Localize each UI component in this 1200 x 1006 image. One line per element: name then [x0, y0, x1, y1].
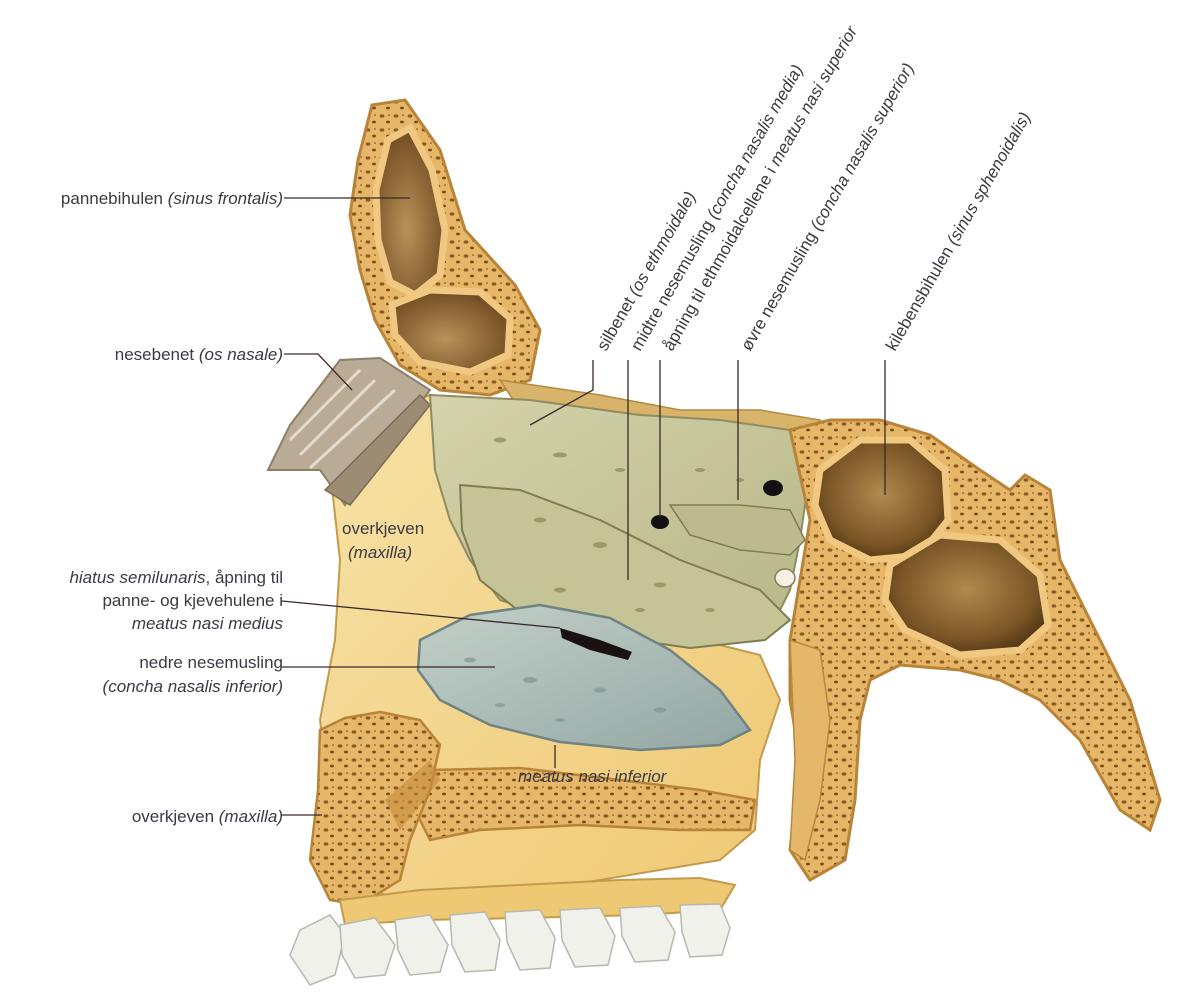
label-os-nasale: nesebenet (os nasale): [115, 345, 283, 364]
hiatus-semilunaris-slit: [560, 628, 632, 660]
label-meatus-inferior: meatus nasi inferior: [518, 767, 668, 786]
leader-lines: [281, 197, 886, 816]
label-concha-media: midtre nesemusling (concha nasalis media…: [627, 61, 807, 354]
label-maxilla-inner-line2: (maxilla): [348, 543, 412, 562]
label-hiatus-line2: panne- og kjevehulene i: [102, 591, 283, 610]
label-concha-superior: øvre nesemusling (concha nasalis superio…: [737, 60, 918, 354]
label-concha-inferior-line2: (concha nasalis inferior): [103, 677, 283, 696]
label-maxilla-inner-line1: overkjeven: [342, 519, 424, 538]
ethmoid-opening-hole: [651, 515, 669, 529]
label-hiatus-line3: meatus nasi medius: [132, 614, 284, 633]
label-hiatus-line1: hiatus semilunaris, åpning til: [69, 568, 283, 587]
label-sinus-sphenoidalis: kilebensbihulen (sinus sphenoidalis): [882, 109, 1035, 354]
concha-inferior: [416, 603, 752, 752]
hard-palate: [413, 766, 757, 842]
label-concha-inferior-line1: nedre nesemusling: [139, 653, 283, 672]
concha-superior: [668, 504, 806, 556]
sphenoid-sinus-back: [881, 531, 1052, 659]
maxilla-anterior: [308, 710, 442, 907]
teeth: [289, 903, 731, 986]
label-maxilla-outer: overkjeven (maxilla): [132, 807, 283, 826]
frontal-sinus-upper: [372, 123, 449, 300]
label-sinus-frontalis: pannebihulen (sinus frontalis): [61, 189, 283, 208]
frontal-sinus-lower: [388, 286, 514, 376]
